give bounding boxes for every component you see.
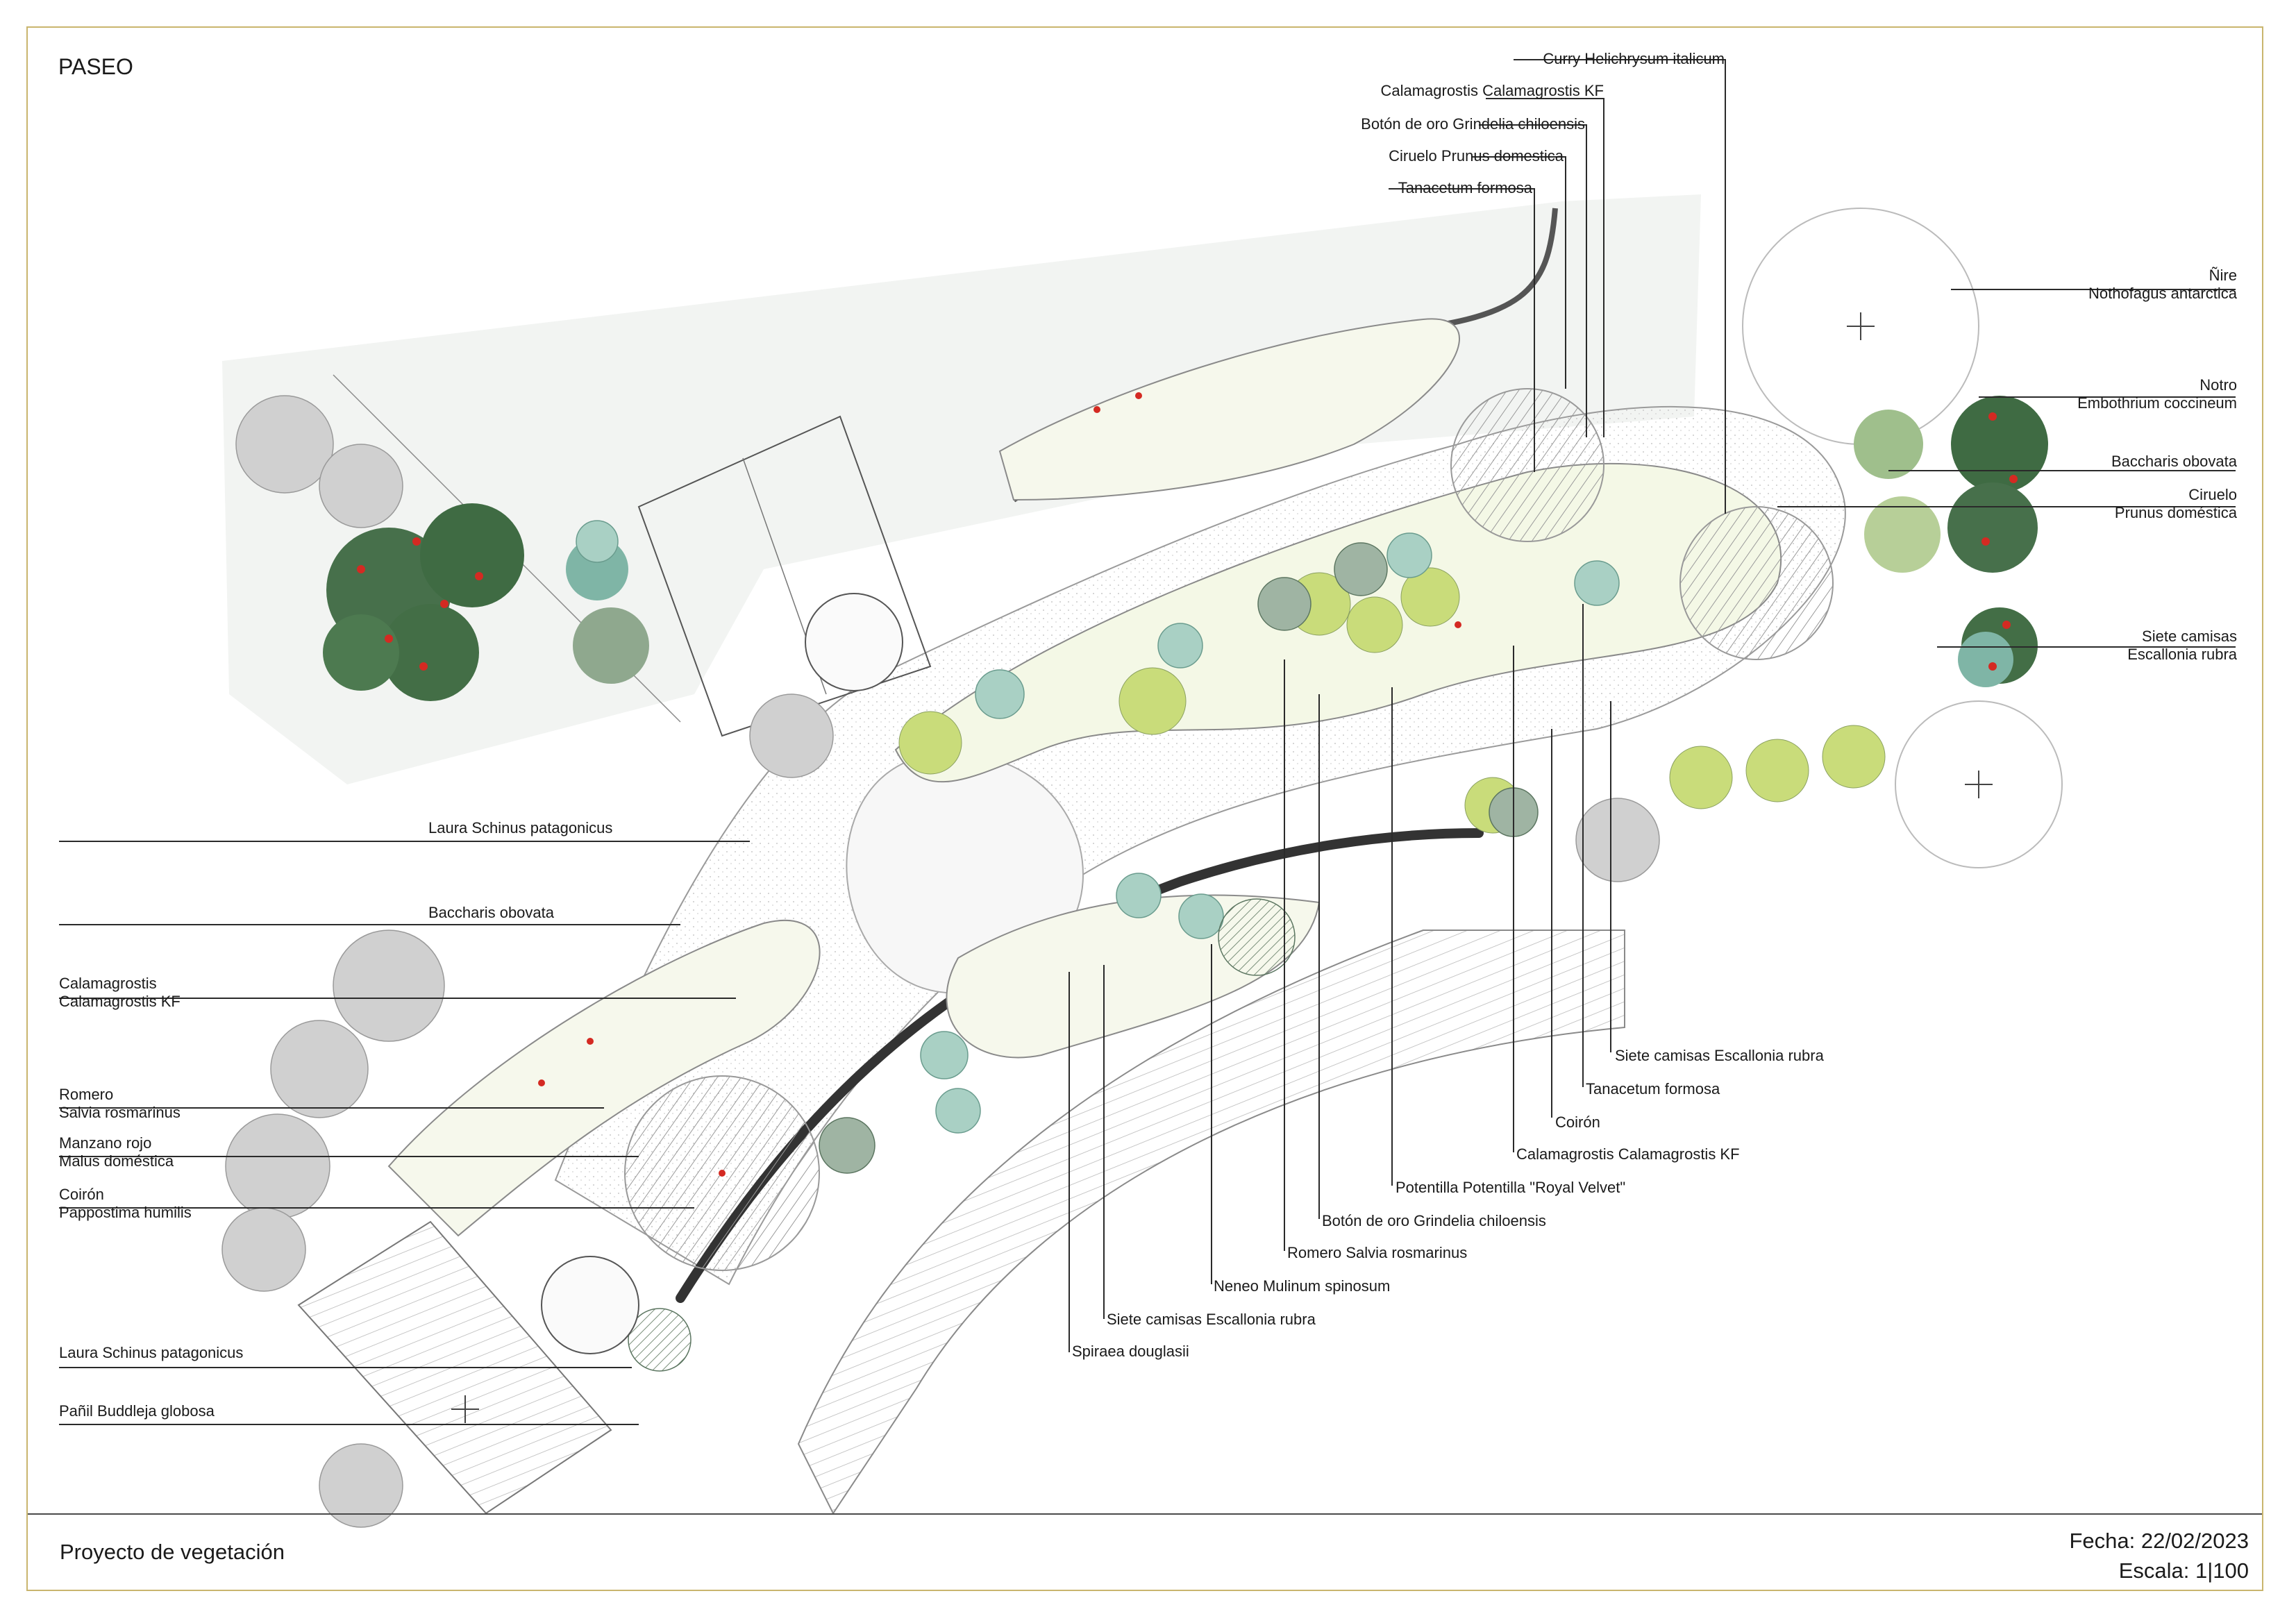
label-curry: Curry Helichrysum italicum [1543,50,1725,67]
label-baccharis-left: Baccharis obovata [428,904,554,921]
label-romero-left: Romero Salvia rosmarinus [59,1086,181,1121]
label-ciruelo-top: Ciruelo Prunus domestica [1389,147,1564,165]
label-tanacetum-top: Tanacetum formosa [1398,179,1532,196]
label-neneo-b: Neneo Mulinum spinosum [1214,1277,1391,1295]
label-spiraea-b: Spiraea douglasii [1072,1343,1189,1360]
label-romero-b: Romero Salvia rosmarinus [1287,1244,1468,1261]
label-siete-camisas-b2: Siete camisas Escallonia rubra [1107,1311,1316,1328]
leader-lines [59,59,2236,1425]
label-calamagrostis-b: Calamagrostis Calamagrostis KF [1516,1145,1740,1163]
label-panil: Pañil Buddleja globosa [59,1402,215,1420]
teal-shrubs [576,520,1620,1134]
canopy-calamagrostis [1450,388,1604,542]
notro-cluster-right [1854,396,2048,687]
bed-upper [998,318,1461,501]
label-tanacetum-b: Tanacetum formosa [1586,1080,1720,1098]
label-siete-camisas-right: Siete camisas Escallonia rubra [2127,628,2237,663]
grey-tree-cluster-left [221,395,1660,1528]
canopy-siete-camisas [1895,700,2063,868]
notro-cluster-left [323,503,649,701]
building-outline [637,415,932,737]
label-boton-de-oro-b: Botón de oro Grindelia chiloensis [1322,1212,1546,1229]
label-boton-de-oro-top: Botón de oro Grindelia chiloensis [1361,115,1585,133]
label-siete-camisas-b1: Siete camisas Escallonia rubra [1615,1047,1824,1064]
page-title: PASEO [58,54,133,79]
canopy-ciruelo [1679,506,1834,660]
label-coiron-left: Coirón Pappostima humilis [59,1186,192,1221]
scale-label: Escala: 1|100 [2118,1558,2249,1583]
label-calamagrostis-top: Calamagrostis Calamagrostis KF [1380,82,1604,99]
title-block [28,1513,2262,1591]
project-title: Proyecto de vegetación [60,1540,285,1564]
tree-outline-lower [541,1256,639,1354]
shrub-row-central [898,567,1886,834]
label-potentilla-b: Potentilla Potentilla "Royal Velvet" [1396,1179,1626,1196]
label-baccharis-right: Baccharis obovata [2111,453,2237,470]
label-ciruelo-right: Ciruelo Prunus doméstica [2114,486,2237,521]
label-laura-upper: Laura Schinus patagonicus [428,819,613,836]
label-calamagrostis-left: Calamagrostis Calamagrostis KF [59,975,181,1010]
label-nire: Ñire Nothofagus antarctica [2088,267,2237,302]
label-coiron-b: Coirón [1555,1113,1600,1131]
red-accent-dots [357,392,2018,1177]
label-manzano-rojo: Manzano rojo Malus doméstica [59,1134,174,1170]
label-notro: Notro Embothrium coccineum [2077,376,2237,412]
date-label: Fecha: 22/02/2023 [2069,1529,2249,1553]
label-laura-lower: Laura Schinus patagonicus [59,1344,244,1361]
sheet-frame [26,26,2263,1591]
dark-shrubs [628,542,1539,1372]
tree-outline-centre [805,593,903,691]
